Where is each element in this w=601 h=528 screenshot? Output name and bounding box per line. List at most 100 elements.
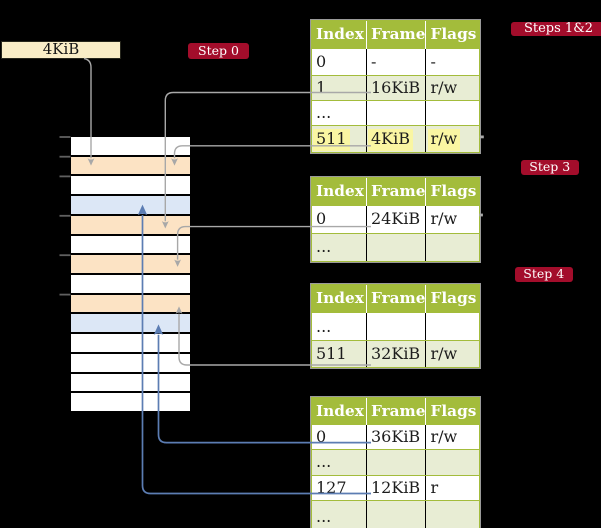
cell-value: 24KiB [371,209,421,228]
cell-value: 32KiB [371,344,421,363]
cell-value: ... [316,103,332,122]
table-cell: 0 [312,205,367,233]
badge-label: Steps 1&2 [523,21,594,37]
memory-row-free [70,373,190,394]
badge-steps-1-2: Steps 1&2 [511,21,601,37]
cell-value: 511 [316,344,347,363]
badge-label: Step 4 [523,265,565,281]
memory-row-mapped [70,196,190,216]
table-cell: 36KiB [367,425,426,449]
table-cell: 32KiB [367,341,426,367]
cell-value: ... [316,237,332,256]
table-cell: ... [312,313,367,340]
memory-row-free [70,176,190,197]
table-cell: 4KiB [367,126,426,152]
cell-value: ... [316,316,332,336]
memory-row-page-table [70,294,190,315]
column-header-frame: Frame [367,285,426,313]
cr3-frame-address-label: 4KiB [42,39,80,58]
memory-row-free [70,334,190,354]
table-row: 127 12KiB r [311,474,479,500]
column-header-flags: Flags [430,289,477,308]
column-header-index: Index [312,398,367,425]
cell-value: ... [316,452,332,471]
table-cell: 24KiB [367,205,426,233]
table-cell [426,313,479,340]
table-cell [426,234,479,261]
table-cell: 511 [312,126,367,152]
memory-row-free [70,393,190,414]
memory-row-free [70,137,190,157]
table-cell: r [426,476,479,500]
table-row: 0 24KiB r/w [311,205,479,233]
column-header-frame: Frame [367,177,426,206]
cell-value: 1 [316,77,327,97]
badge-step-4: Step 4 [515,265,573,282]
table-cell [426,501,479,528]
memory-row-page-table [70,215,190,236]
cell-value: r/w [430,209,458,228]
table-cell [367,313,426,340]
table-cell: ... [312,500,367,528]
column-header-flags: Flags [430,181,477,200]
badge-step-0: Step 0 [188,42,249,59]
cell-value: 16KiB [371,77,421,97]
column-header-index: Index [312,177,367,206]
table-cell: - [367,48,426,75]
column-header-flags: Flags [430,401,477,420]
table-row: 511 32KiB r/w [311,340,479,367]
memory-row-free [70,275,190,295]
cell-value: 0 [316,51,327,71]
table-cell: r/w [426,206,479,233]
physical-memory-strip [70,135,190,414]
badge-label: Step 3 [529,159,571,175]
cell-value: 0 [316,209,327,228]
cell-value: 127 [316,477,347,497]
badge-step-3: Step 3 [520,159,579,175]
memory-row-free [70,235,190,256]
column-header-frame: Frame [367,398,426,425]
column-header-flags: Flags [430,25,477,44]
table-cell [367,449,426,475]
highlighted-value: 511 [313,129,350,151]
table-cell: r/w [426,341,479,367]
table-cell [367,233,426,261]
table-row: ... [311,499,479,528]
cell-value: r/w [430,426,458,446]
table-cell: 12KiB [367,475,426,500]
highlighted-value: r/w [427,129,461,151]
table-cell: r/w [426,425,479,449]
table-row: ... [311,448,479,475]
badge-label: Step 0 [198,42,239,58]
cell-value: r [430,477,439,497]
table-row: ... [311,100,479,125]
highlighted-value: 4KiB [368,129,414,151]
column-header-frame: Frame [367,21,426,49]
memory-row-free [70,353,190,374]
table-cell [426,101,479,125]
cell-value: r/w [430,344,458,363]
table-cell [367,500,426,528]
table-cell: ... [312,449,367,475]
table-cell: 511 [312,341,367,367]
table-row: ... [311,313,479,340]
table-cell: 127 [312,475,367,500]
memory-row-page-table [70,255,190,276]
table-row: ... [311,232,479,261]
cell-value: - [430,51,436,71]
table-cell: - [426,49,479,75]
cell-value: 12KiB [371,477,421,497]
table-cell: r/w [426,76,479,101]
cell-value: - [371,51,377,71]
cell-value: 0 [316,426,327,446]
